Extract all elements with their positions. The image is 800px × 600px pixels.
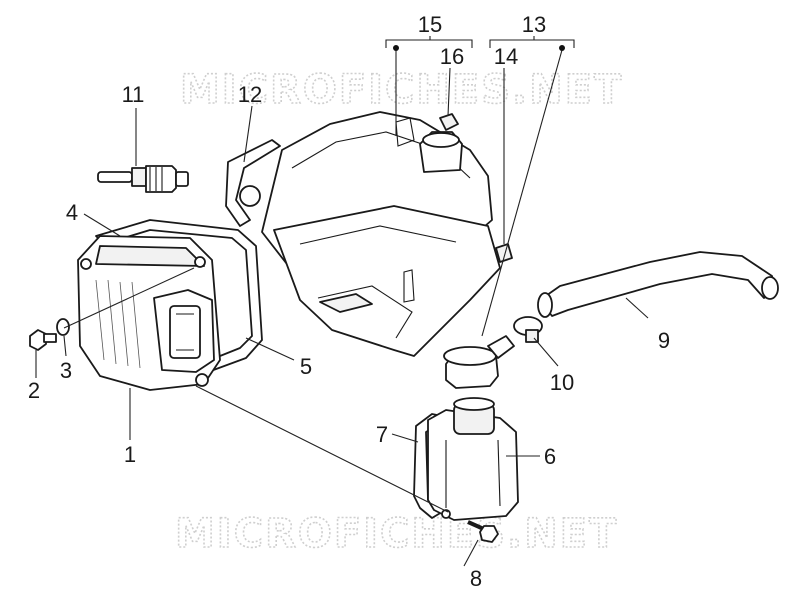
callout-1: 1 <box>124 442 136 467</box>
callout-11: 11 <box>122 82 145 107</box>
oil-separator <box>427 397 519 521</box>
spark-plug <box>97 165 189 193</box>
callout-10: 10 <box>550 370 574 395</box>
clip-16 <box>439 113 459 131</box>
callout-4: 4 <box>66 200 78 225</box>
callout-15: 15 <box>418 12 442 37</box>
callout-6: 6 <box>544 444 556 469</box>
hose-clamp <box>513 316 543 343</box>
cowl-gasket <box>225 139 281 227</box>
bolt-8 <box>467 520 499 543</box>
cylinder-head-cover <box>77 235 221 391</box>
gasket-grommet <box>239 185 261 207</box>
callout-13: 13 <box>522 12 546 37</box>
clip-14 <box>495 243 513 263</box>
callout-3: 3 <box>60 358 72 383</box>
breather-hose <box>537 251 779 318</box>
watermark-bottom: MICROFICHES.NET <box>175 511 618 557</box>
screw-2 <box>29 329 57 351</box>
watermark-top: MICROFICHES.NET <box>180 67 623 113</box>
callout-9: 9 <box>658 328 670 353</box>
leader-lines <box>35 36 649 567</box>
callout-5: 5 <box>300 354 312 379</box>
callout-7: 7 <box>376 422 388 447</box>
callout-16: 16 <box>440 44 464 69</box>
callout-8: 8 <box>470 566 482 591</box>
bracket-dot-13 <box>559 45 565 51</box>
callout-12: 12 <box>238 82 262 107</box>
callout-2: 2 <box>28 378 40 403</box>
breather-cap <box>443 335 515 389</box>
bracket-dot-15 <box>393 45 399 51</box>
callout-14: 14 <box>494 44 518 69</box>
head-cowl <box>261 111 501 357</box>
washer-3 <box>56 318 70 336</box>
